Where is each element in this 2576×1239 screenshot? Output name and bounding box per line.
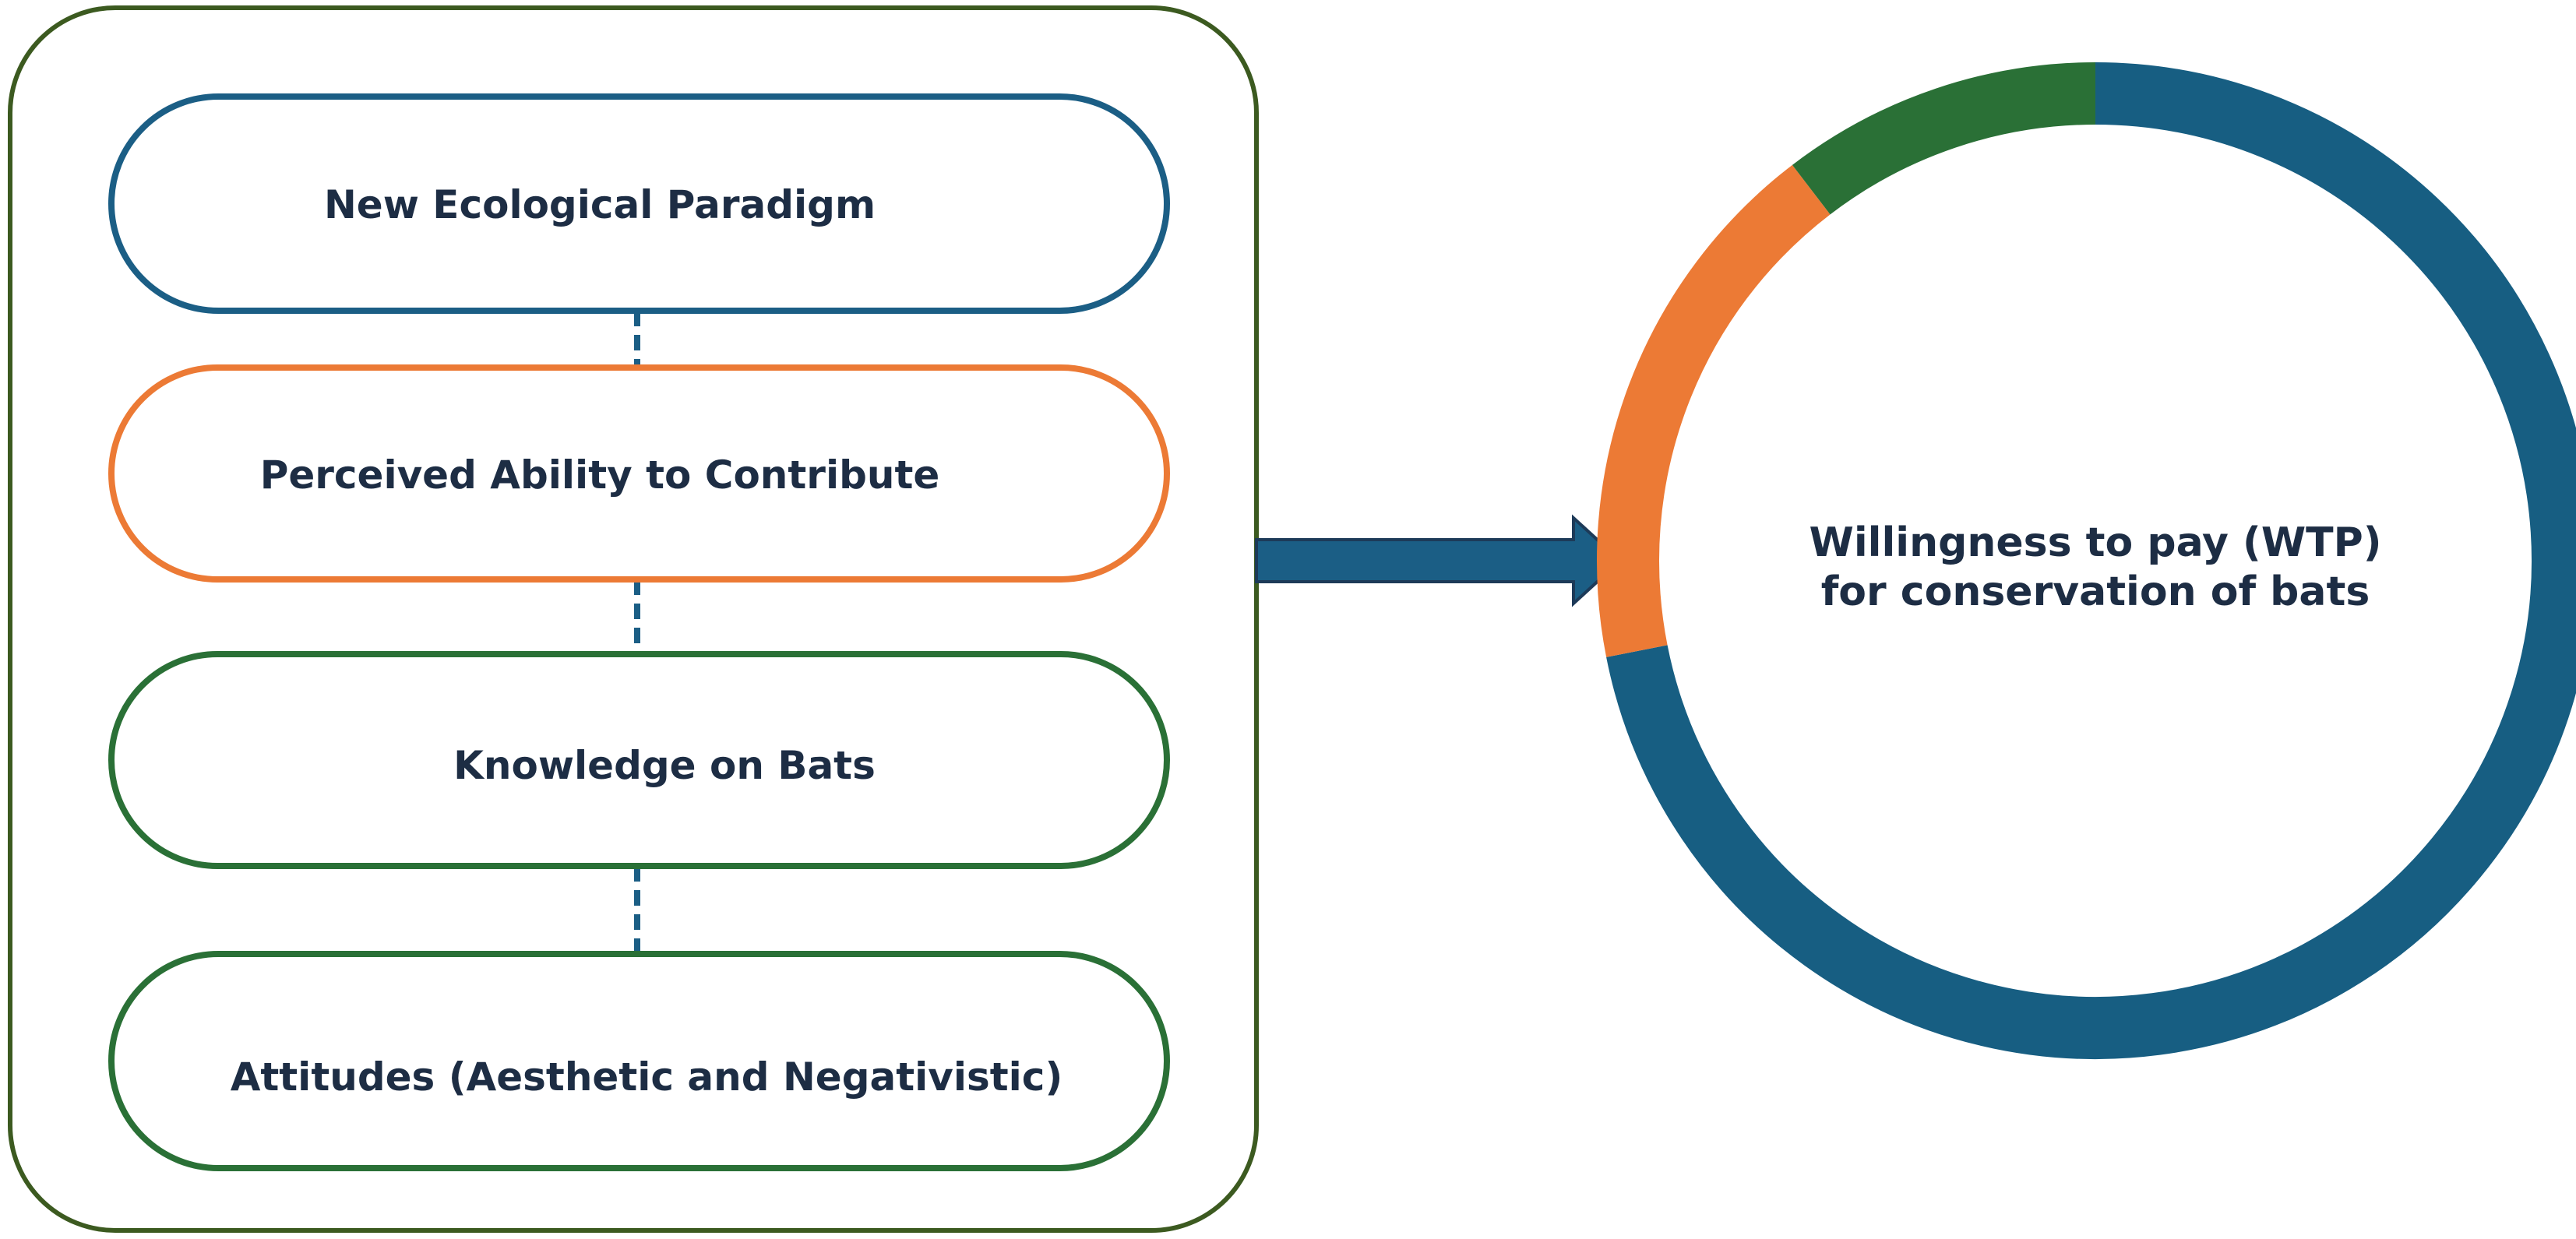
- factor-box-new-ecological-paradigm: New Ecological Paradigm: [108, 93, 1170, 314]
- ring-segment-2: [1597, 164, 1831, 657]
- wtp-target-label: Willingness to pay (WTP) for conservatio…: [1809, 519, 2381, 615]
- factor-box-outline: [108, 651, 1170, 869]
- factor-label: Perceived Ability to Contribute: [260, 452, 940, 498]
- ring-segment-3: [1792, 62, 2096, 215]
- factor-label: New Ecological Paradigm: [324, 182, 876, 227]
- wtp-label-line2: for conservation of bats: [1821, 568, 2370, 615]
- factor-box-attitudes: Attitudes (Aesthetic and Negativistic): [108, 951, 1170, 1171]
- factor-box-perceived-ability: Perceived Ability to Contribute: [108, 364, 1170, 583]
- factor-box-outline: [108, 951, 1170, 1171]
- ring-segment-1: [1606, 62, 2576, 1059]
- factor-box-outline: [108, 93, 1170, 314]
- wtp-label-line1: Willingness to pay (WTP): [1809, 519, 2381, 566]
- factors-container: [8, 5, 1259, 1233]
- arrow-to-wtp: [1255, 514, 1623, 607]
- factor-label: Knowledge on Bats: [453, 743, 876, 788]
- factor-box-knowledge-on-bats: Knowledge on Bats: [108, 651, 1170, 869]
- factor-label: Attitudes (Aesthetic and Negativistic): [231, 1054, 1063, 1100]
- wtp-ring: [1597, 62, 2576, 1059]
- factor-box-outline: [108, 364, 1170, 583]
